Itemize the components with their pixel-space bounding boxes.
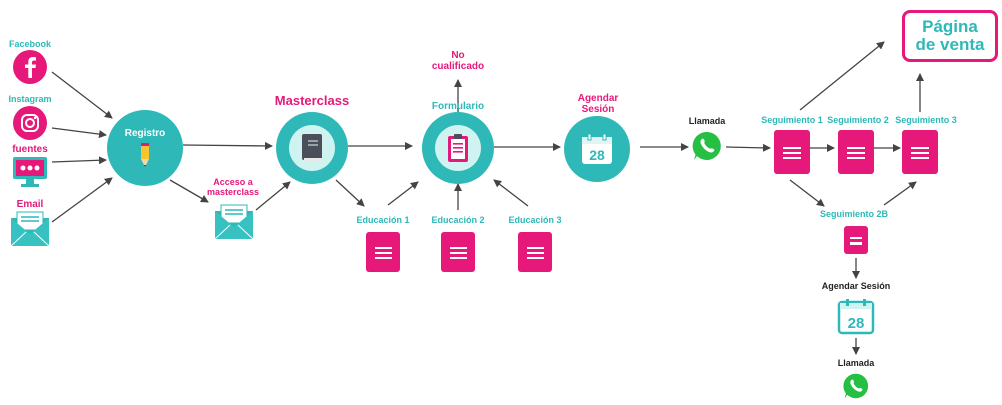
agendar-sesion-2-label: Agendar Sesión <box>821 281 891 291</box>
pagina-venta-line-1: Página <box>922 17 978 37</box>
calendar-day-2: 28 <box>848 315 865 332</box>
seguimiento-2b-label: Seguimiento 2B <box>819 209 889 219</box>
seguimiento-3-doc-icon <box>902 130 938 174</box>
arrow-seg2b-seg3 <box>883 181 917 206</box>
email-icon <box>10 210 50 253</box>
llamada-label: Llamada <box>688 116 726 126</box>
educacion-2-label: Educación 2 <box>431 215 485 225</box>
instagram-icon <box>13 106 47 145</box>
arrow-registro-acceso <box>169 179 209 203</box>
whatsapp-icon <box>691 130 723 167</box>
arrow-educacion3-formulario <box>493 179 529 207</box>
monitor-icon <box>12 156 48 193</box>
arrow-masterclass-educacion1 <box>335 179 365 207</box>
pencil-icon <box>141 142 149 167</box>
acceso-email-icon <box>214 203 254 246</box>
whatsapp-2-icon <box>842 372 870 405</box>
fuentes-label: fuentes <box>12 144 48 155</box>
arrow-educacion1-formulario <box>387 181 419 206</box>
arrow-facebook-registro <box>51 71 113 119</box>
seguimiento-1-doc-icon <box>774 130 810 174</box>
seguimiento-2b-doc-icon <box>844 226 868 254</box>
calendar-icon: 28 <box>582 133 612 164</box>
book-icon <box>302 134 322 162</box>
seguimiento-2-label: Seguimiento 2 <box>827 115 889 125</box>
educacion-3-label: Educación 3 <box>508 215 562 225</box>
facebook-icon <box>13 50 47 89</box>
clipboard-icon <box>448 134 468 162</box>
instagram-label: Instagram <box>8 94 52 104</box>
facebook-label: Facebook <box>8 39 52 49</box>
masterclass-label: Masterclass <box>274 93 350 108</box>
pagina-venta-line-2: de venta <box>915 35 985 54</box>
arrow-registro-masterclass <box>182 141 273 150</box>
formulario-label: Formulario <box>431 101 485 112</box>
educacion-1-label: Educación 1 <box>356 215 410 225</box>
calendar-day: 28 <box>589 147 605 163</box>
arrow-seguimiento1-paginaventa <box>799 41 885 111</box>
educacion-2-doc-icon <box>441 232 475 272</box>
arrow-seg1-seg2b <box>789 179 825 207</box>
arrow-email-registro <box>51 177 113 223</box>
pagina-venta-box: Página de venta <box>902 10 998 62</box>
calendar-2-icon: 28 <box>837 297 875 340</box>
arrow-instagram-registro <box>51 127 107 139</box>
educacion-3-doc-icon <box>518 232 552 272</box>
registro-label: Registro <box>124 127 166 139</box>
email-label: Email <box>16 199 44 210</box>
seguimiento-1-label: Seguimiento 1 <box>761 115 823 125</box>
registro-node: Registro <box>107 110 183 186</box>
agendar-sesion-node: 28 <box>564 116 630 182</box>
seguimiento-3-label: Seguimiento 3 <box>895 115 957 125</box>
arrow-acceso-masterclass <box>255 181 291 211</box>
seguimiento-2-doc-icon <box>838 130 874 174</box>
arrow-fuentes-registro <box>51 156 107 165</box>
formulario-node <box>422 112 494 184</box>
masterclass-node <box>276 112 348 184</box>
educacion-1-doc-icon <box>366 232 400 272</box>
arrow-llamada-seguimiento1 <box>725 143 771 152</box>
llamada-2-label: Llamada <box>837 358 875 368</box>
